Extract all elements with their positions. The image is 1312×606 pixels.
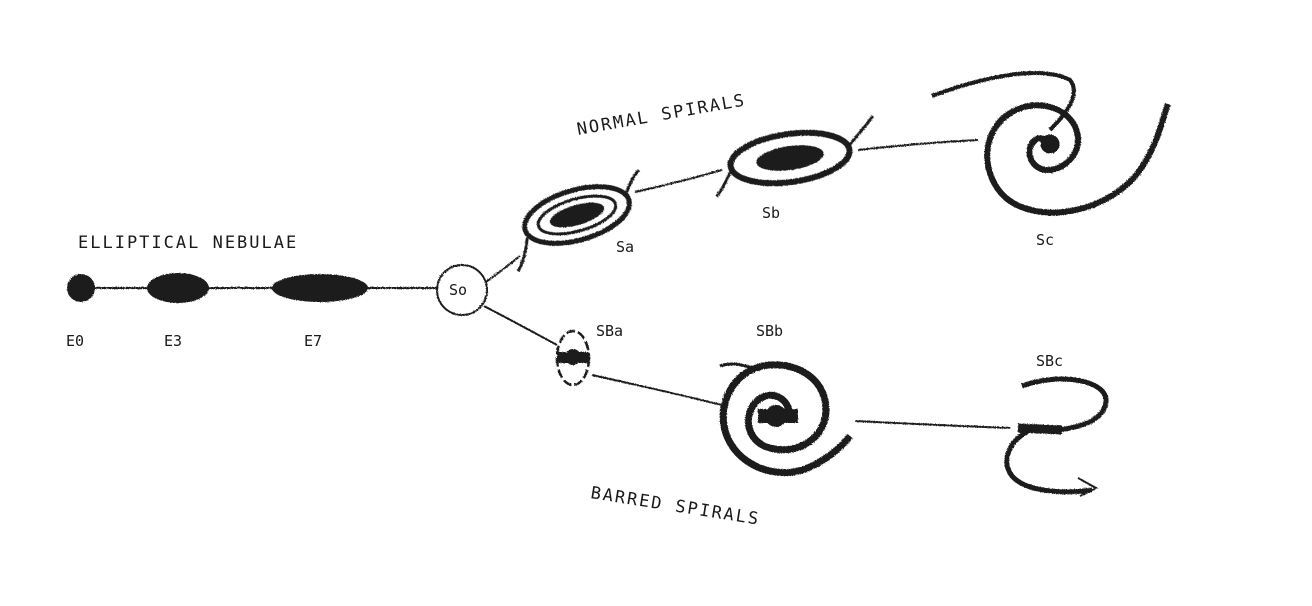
label-sba: SBa <box>596 322 623 340</box>
label-s0: So <box>449 281 467 299</box>
e3-galaxy <box>147 273 209 303</box>
label-sc: Sc <box>1036 231 1054 249</box>
label-sb: Sb <box>762 204 780 222</box>
connector-lines <box>92 139 1011 429</box>
line-sbb-sbc <box>854 420 1011 429</box>
label-e0: E0 <box>66 332 84 350</box>
sbb-galaxy <box>719 361 853 477</box>
label-e3: E3 <box>164 332 182 350</box>
sa-galaxy <box>516 169 641 273</box>
line-sb-sc <box>857 139 979 151</box>
sb-galaxy <box>715 115 875 198</box>
sbc-galaxy <box>1004 376 1109 497</box>
e0-galaxy <box>67 274 95 302</box>
elliptical-galaxies <box>67 273 368 303</box>
line-s0-sba <box>483 305 558 346</box>
elliptical-heading: ELLIPTICAL NEBULAE <box>78 233 298 253</box>
label-e7: E7 <box>304 332 322 350</box>
sc-galaxy <box>931 70 1171 216</box>
line-s0-sa <box>485 255 521 283</box>
line-sba-sbb <box>591 374 723 406</box>
sba-galaxy <box>555 329 591 387</box>
normal-spirals-heading: NORMAL SPIRALS <box>575 90 747 139</box>
label-sbc: SBc <box>1036 352 1063 370</box>
e7-galaxy <box>272 274 368 302</box>
s0-circle <box>436 264 488 316</box>
label-sa: Sa <box>616 238 634 256</box>
label-sbb: SBb <box>756 322 783 340</box>
line-sa-sb <box>634 169 723 193</box>
barred-spirals-heading: BARRED SPIRALS <box>589 483 761 530</box>
